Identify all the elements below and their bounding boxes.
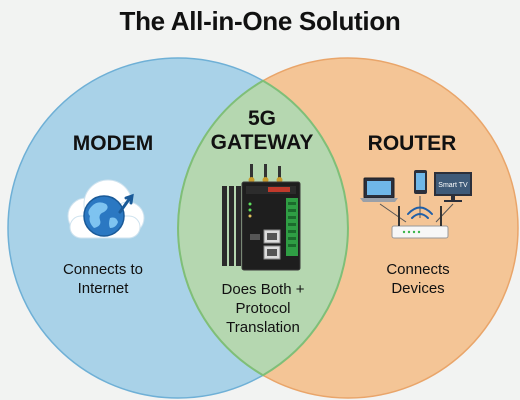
router-desc-line2: Devices — [391, 280, 445, 297]
router-label: ROUTER — [367, 132, 457, 155]
page-title: The All-in-One Solution — [119, 6, 401, 36]
gateway-description: Does Both + Protocol Translation — [200, 280, 326, 337]
router-devices-icon: Smart TV — [360, 170, 472, 239]
gateway-desc-line1: Does Both + — [221, 281, 305, 298]
cloud-globe-icon — [67, 179, 145, 239]
router-desc-line1: Connects — [386, 261, 450, 278]
modem-desc-line1: Connects to — [62, 261, 144, 278]
gateway-desc-line3: Translation — [226, 319, 300, 336]
gateway-label-line1: 5G — [247, 107, 276, 130]
gateway-label: 5G GATEWAY — [200, 107, 324, 155]
gateway-desc-line2: Protocol — [235, 300, 291, 317]
modem-desc-line2: Internet — [77, 280, 129, 297]
smart-tv-label: Smart TV — [438, 182, 468, 189]
gateway-label-line2: GATEWAY — [210, 131, 314, 154]
modem-description: Connects to Internet — [42, 260, 164, 298]
modem-label: MODEM — [72, 132, 154, 155]
router-description: Connects Devices — [358, 260, 478, 298]
industrial-gateway-device-icon — [222, 164, 301, 271]
